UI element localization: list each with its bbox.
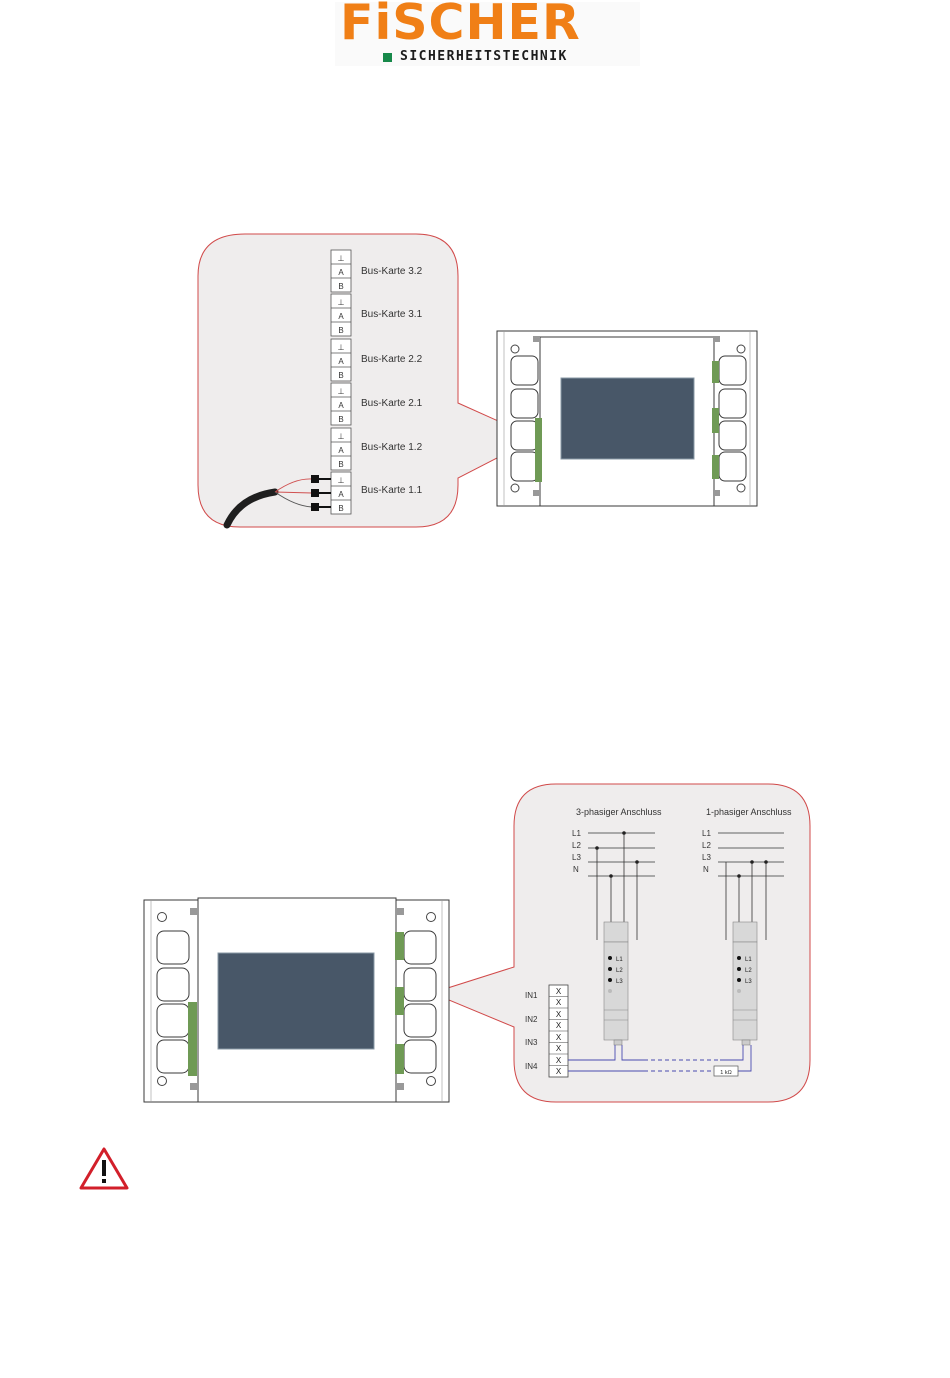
led-label-l3: L3: [616, 979, 623, 985]
phase-label-l1: L1: [702, 829, 711, 838]
resistor-label: 1 kΩ: [720, 1070, 731, 1076]
led-label-l2: L2: [745, 968, 752, 974]
terminal-x: X: [556, 1044, 562, 1053]
phase-label-l1: L1: [572, 829, 581, 838]
led-label-l2: L2: [616, 968, 623, 974]
terminal-x: X: [556, 1033, 562, 1042]
led-label-l3: L3: [745, 979, 752, 985]
phase-label-l3: L3: [702, 853, 711, 862]
terminal-x: X: [556, 1010, 562, 1019]
terminal-x: X: [556, 1021, 562, 1030]
phase-label-n: N: [703, 865, 709, 874]
warning-triangle-icon: [81, 1149, 127, 1188]
phase-monitor-relay: L1 L2 L3: [604, 922, 628, 1045]
phase-label-l2: L2: [572, 841, 581, 850]
terminal-x: X: [556, 998, 562, 1007]
phase-label-n: N: [573, 865, 579, 874]
input-label-in1: IN1: [525, 991, 538, 1000]
terminal-x: X: [556, 1056, 562, 1065]
terminal-x: X: [556, 1067, 562, 1076]
input-label-in3: IN3: [525, 1038, 538, 1047]
three-phase-title: 3-phasiger Anschluss: [576, 807, 662, 817]
led-label-l1: L1: [616, 957, 623, 963]
input-label-in2: IN2: [525, 1015, 538, 1024]
phase-monitor-relay: L1 L2 L3: [733, 922, 757, 1045]
single-phase-title: 1-phasiger Anschluss: [706, 807, 792, 817]
phase-label-l2: L2: [702, 841, 711, 850]
phase-label-l3: L3: [572, 853, 581, 862]
terminal-x: X: [556, 987, 562, 996]
led-label-l1: L1: [745, 957, 752, 963]
control-panel-device: [144, 898, 449, 1102]
input-label-in4: IN4: [525, 1062, 538, 1071]
device-screen: [218, 953, 374, 1049]
